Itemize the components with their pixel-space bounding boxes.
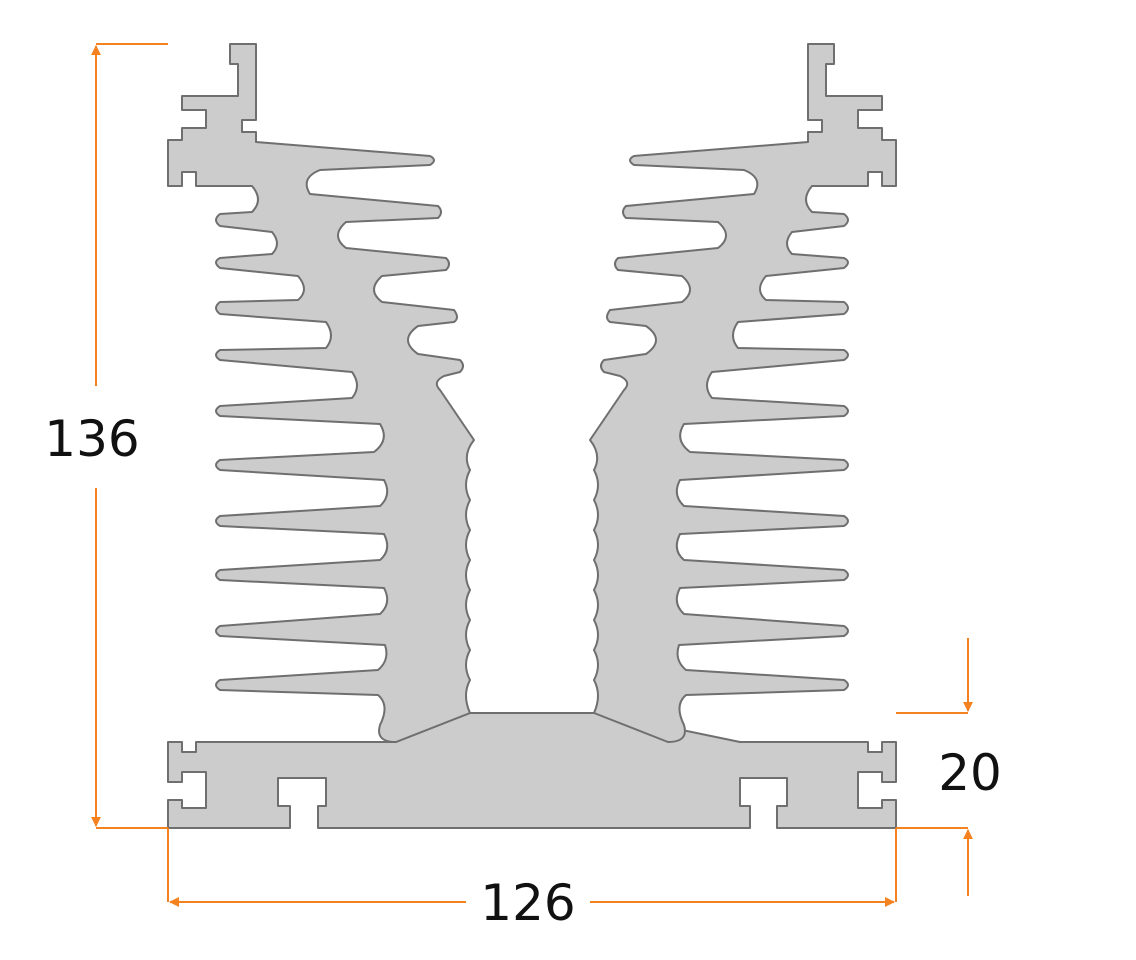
base-plate: [167, 712, 897, 829]
base-thickness-label: 20: [938, 744, 1002, 802]
width-label: 126: [480, 874, 575, 932]
left-tower: [167, 43, 475, 743]
heatsink-profile: [167, 43, 897, 829]
height-dimension: [91, 43, 168, 829]
base-thickness-dimension: [896, 638, 973, 896]
right-tower: [589, 43, 897, 743]
height-label: 136: [44, 410, 139, 468]
width-dimension: [167, 828, 897, 907]
